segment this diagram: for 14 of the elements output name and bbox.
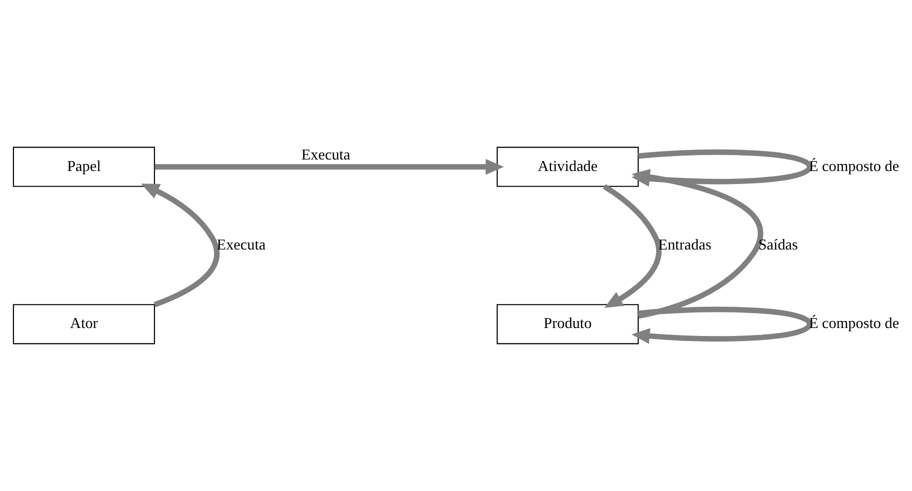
- arrow: [154, 158, 504, 175]
- edge-label: É composto de: [808, 315, 900, 332]
- arrow: [632, 306, 812, 344]
- edge-label: Entradas: [658, 236, 712, 254]
- node-box: Produto: [496, 304, 639, 344]
- edge-label: Executa: [216, 236, 266, 254]
- edge-label: Executa: [301, 146, 350, 164]
- node-box: Papel: [12, 146, 155, 187]
- node-box: Ator: [12, 304, 155, 344]
- edge-label: Saídas: [758, 236, 798, 254]
- arrow: [602, 184, 662, 308]
- node-box: Atividade: [496, 146, 639, 187]
- arrow: [141, 184, 220, 308]
- edge-label: É composto de: [808, 158, 900, 175]
